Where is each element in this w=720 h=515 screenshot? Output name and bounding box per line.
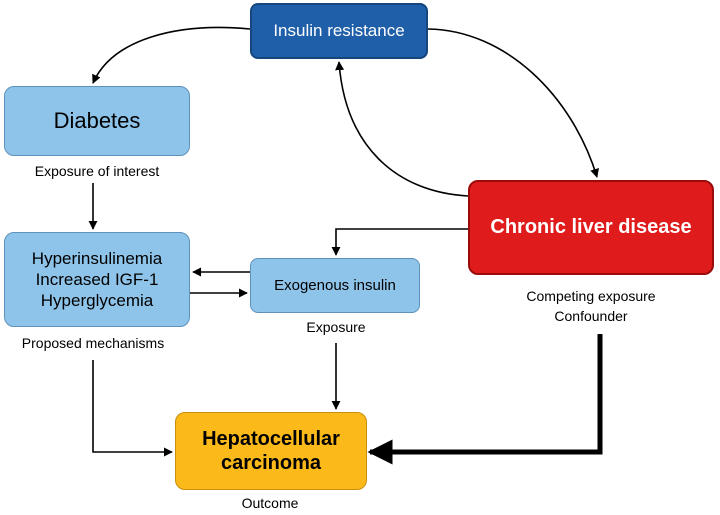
edge-mechanisms-to-hcc	[92, 360, 173, 457]
hcc-label-line-1: Hepatocellular	[202, 428, 340, 450]
mechanism-hyperinsulinemia: Hyperinsulinemia	[31, 248, 163, 268]
insulin-resistance-label: Insulin resistance	[273, 21, 405, 40]
confounder-label: Confounder	[554, 308, 628, 325]
hcc-node: Hepatocellular carcinoma	[175, 412, 367, 490]
diabetes-role-label: Exposure of interest	[34, 163, 160, 179]
exogenous-role-label: Exposure	[306, 319, 366, 335]
hcc-label-line-2: carcinoma	[220, 452, 322, 474]
mechanism-hyperglycemia: Hyperglycemia	[40, 291, 154, 311]
cld-role-labels: Competing exposure Confounder	[526, 286, 655, 327]
exogenous-insulin-label: Exogenous insulin	[274, 277, 396, 294]
chronic-liver-disease-node: Chronic liver disease	[468, 180, 714, 275]
edge-cld-to-insulin-resistance	[335, 61, 469, 197]
edge-cld-to-hcc	[367, 334, 603, 465]
competing-exposure-label: Competing exposure	[526, 288, 656, 304]
exogenous-insulin-node: Exogenous insulin	[250, 258, 420, 313]
mechanism-igf1: Increased IGF-1	[35, 269, 159, 289]
diabetes-label: Diabetes	[53, 108, 141, 133]
hcc-role-label: Outcome	[241, 495, 299, 511]
edge-insulin-resistance-to-diabetes	[92, 26, 251, 84]
chronic-liver-disease-label: Chronic liver disease	[490, 216, 692, 238]
edge-insulin-resistance-to-cld	[427, 28, 599, 178]
insulin-resistance-node: Insulin resistance	[250, 3, 428, 59]
mechanisms-node: Hyperinsulinemia Increased IGF-1 Hypergl…	[4, 232, 190, 327]
mechanisms-role-label: Proposed mechanisms	[21, 335, 165, 351]
diabetes-node: Diabetes	[4, 86, 190, 156]
edge-cld-to-exogenous	[331, 228, 468, 256]
